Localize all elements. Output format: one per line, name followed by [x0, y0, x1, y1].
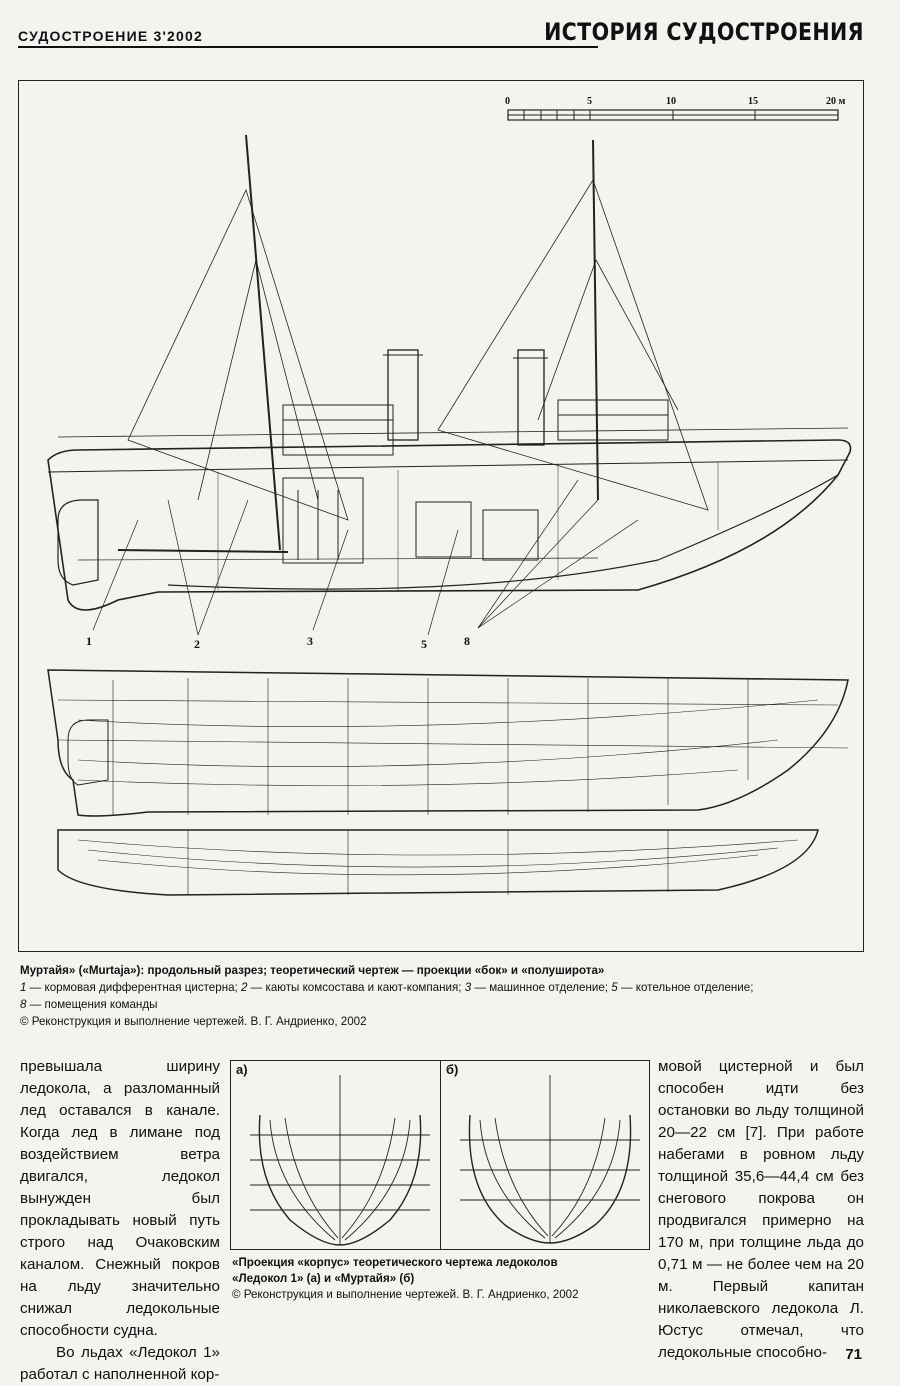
figure-label-a: а) [236, 1062, 248, 1077]
body-plan-caption-line-1: «Проекция «корпус» теоретического чертеж… [232, 1256, 558, 1269]
right-paragraph: мовой цистерной и был способен идти без … [658, 1058, 864, 1361]
page-number: 71 [845, 1346, 862, 1363]
scale-label-10: 10 [666, 96, 676, 107]
scale-label-15: 15 [748, 96, 758, 107]
scale-label-5: 5 [587, 96, 592, 107]
scale-label-0: 0 [505, 96, 510, 107]
callout-8: 8 [464, 634, 470, 648]
body-plan-divider [440, 1060, 441, 1250]
section-title: ИСТОРИЯ СУДОСТРОЕНИЯ [544, 18, 864, 46]
callout-1: 1 [86, 634, 92, 648]
left-column: превышала ширину ледокола, а разломанный… [20, 1056, 220, 1386]
drawing-caption: Муртайя» («Murtaja»): продольный разрез;… [20, 962, 870, 1030]
body-plan-caption-line-2: «Ледокол 1» (а) и «Муртайя» (б) [232, 1272, 415, 1285]
scale-bar [507, 109, 839, 121]
body-plan-caption: «Проекция «корпус» теоретического чертеж… [232, 1255, 652, 1303]
callout-5: 5 [421, 637, 427, 651]
drawing-frame [18, 80, 864, 952]
left-paragraph-2: Во льдах «Ледокол 1» работал с наполненн… [20, 1344, 220, 1383]
right-column: мовой цистерной и был способен идти без … [658, 1056, 864, 1364]
scale-label-20: 20 м [826, 96, 846, 107]
figure-label-b: б) [446, 1062, 459, 1077]
journal-title: СУДОСТРОЕНИЕ 3'2002 [18, 28, 203, 44]
body-plan-drawing [250, 1075, 640, 1246]
callout-2: 2 [194, 637, 200, 651]
left-paragraph-1: превышала ширину ледокола, а разломанный… [20, 1058, 220, 1339]
caption-title: Муртайя» («Murtaja»): продольный разрез;… [20, 964, 605, 977]
body-plan-credit: © Реконструкция и выполнение чертежей. В… [232, 1288, 579, 1301]
caption-legend: 1 — кормовая дифферентная цистерна; 2 — … [20, 981, 754, 1011]
callout-3: 3 [307, 634, 313, 648]
header-rule [18, 46, 598, 48]
caption-credit: © Реконструкция и выполнение чертежей. В… [20, 1015, 367, 1028]
ship-drawing: 0 5 10 15 20 м 1 2 3 5 8 [47, 96, 852, 896]
